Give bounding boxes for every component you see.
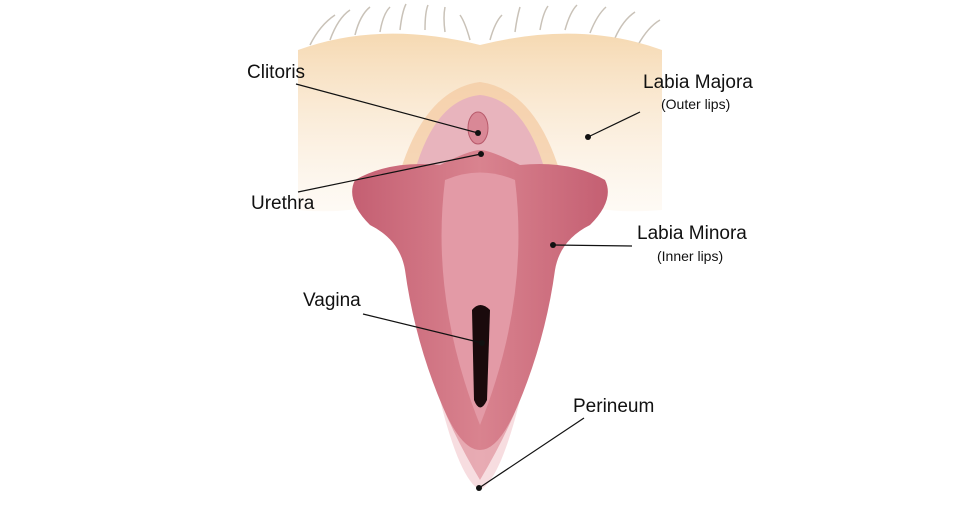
perineum-shape: [440, 400, 520, 490]
vaginal-opening: [472, 305, 490, 408]
label-clitoris: Clitoris: [247, 62, 306, 83]
inner-area: [441, 172, 519, 425]
label-labia-minora: Labia Minora: [637, 223, 747, 244]
leader-lines: [295, 83, 641, 489]
label-urethra: Urethra: [251, 193, 315, 214]
label-labia-majora-sub: (Outer lips): [661, 96, 731, 112]
hair: [309, 3, 661, 46]
label-vagina: Vagina: [303, 290, 361, 311]
label-perineum: Perineum: [573, 396, 655, 417]
label-labia-majora: Labia Majora: [643, 72, 753, 93]
clitoris-shape: [467, 111, 489, 145]
label-labia-minora-sub: (Inner lips): [657, 248, 724, 264]
leader-dots: [475, 130, 591, 491]
